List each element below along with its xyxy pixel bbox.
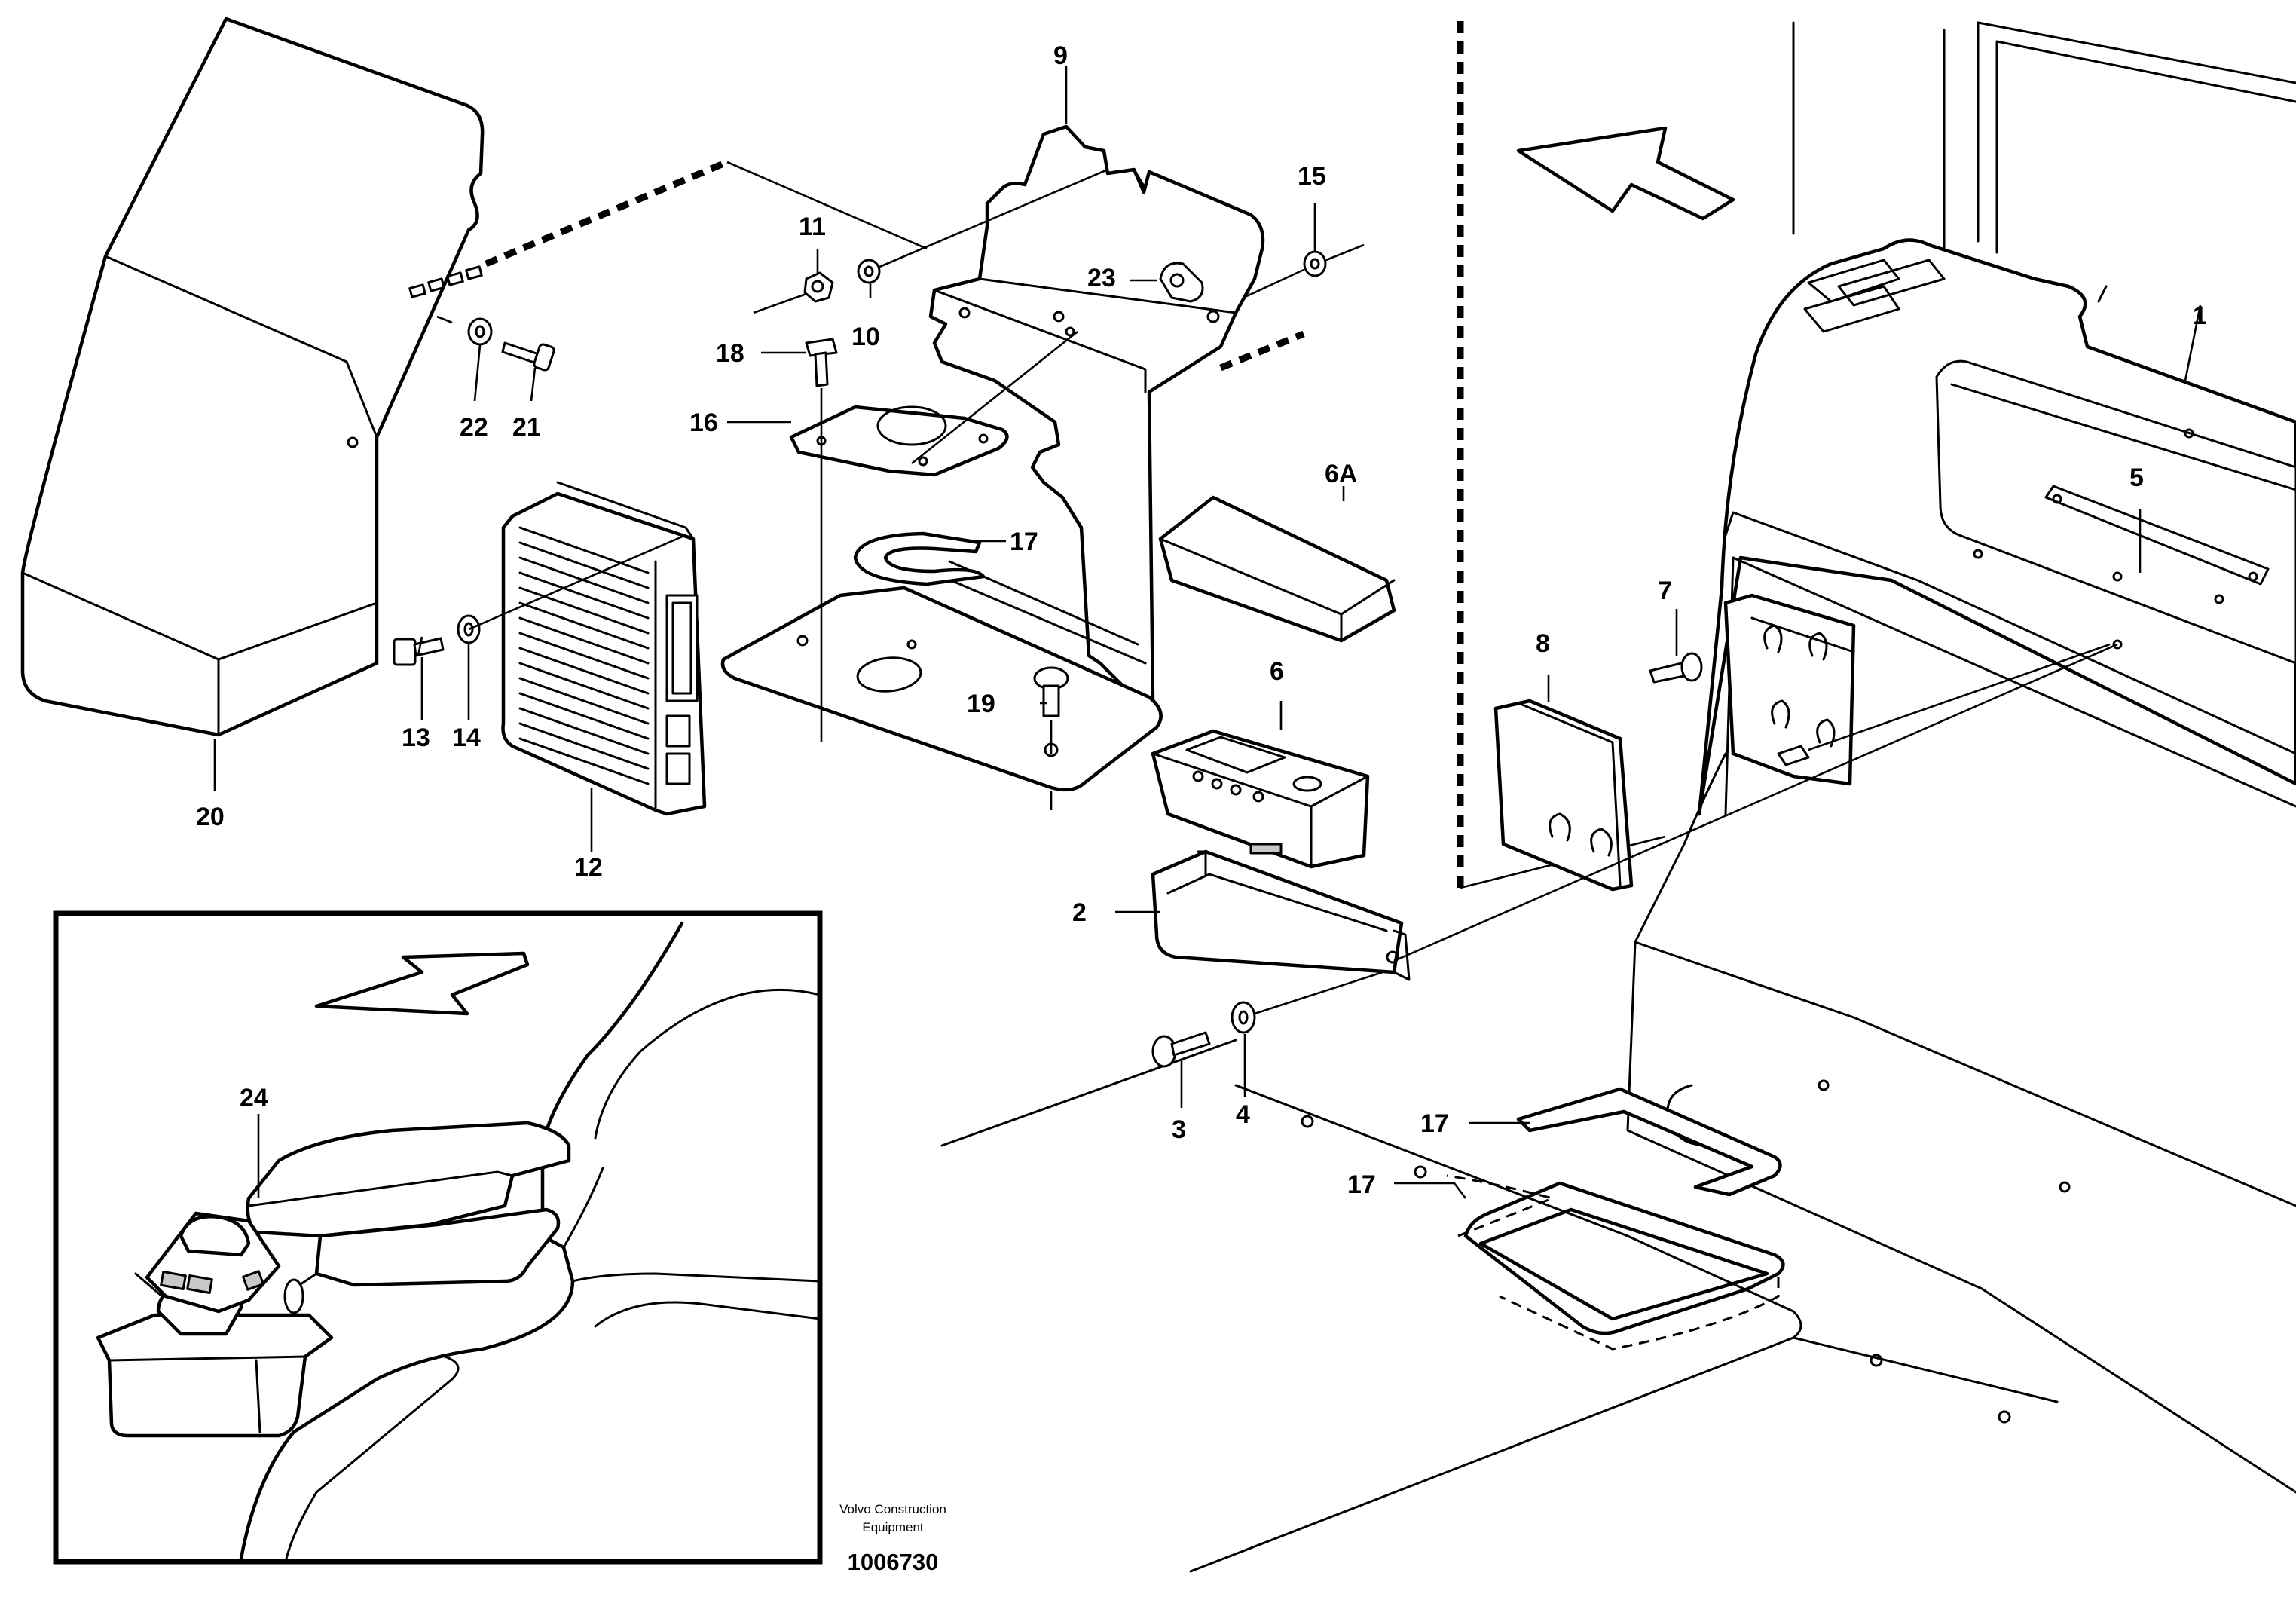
label-18: 18 — [716, 339, 744, 368]
part-23-pin — [1159, 262, 1204, 303]
caption-line-2: Equipment — [862, 1520, 924, 1534]
part-21-screw — [501, 341, 555, 372]
caption-line-1: Volvo Construction — [839, 1502, 946, 1516]
label-21: 21 — [512, 413, 541, 442]
label-15: 15 — [1298, 162, 1326, 191]
label-14: 14 — [452, 724, 481, 752]
label-16: 16 — [689, 408, 718, 437]
label-17-frame: 17 — [1420, 1109, 1449, 1138]
cooling-fins — [518, 526, 650, 785]
label-6a: 6A — [1325, 460, 1357, 488]
label-8: 8 — [1536, 629, 1550, 658]
label-10: 10 — [851, 323, 880, 351]
label-2: 2 — [1072, 898, 1087, 927]
part-6-display — [1151, 729, 1370, 869]
dashed-line-top — [485, 158, 729, 268]
label-19: 19 — [967, 690, 995, 718]
part-15-washer — [1303, 250, 1327, 277]
part-17-floor-frame — [1516, 1087, 1782, 1197]
part-18-screw — [805, 338, 838, 387]
label-9: 9 — [1053, 41, 1068, 70]
label-3: 3 — [1172, 1115, 1186, 1144]
document-number: 1006730 — [848, 1549, 939, 1575]
label-17-floor: 17 — [1347, 1170, 1376, 1199]
part-16-plate — [789, 405, 1009, 477]
label-6: 6 — [1270, 657, 1284, 686]
label-4: 4 — [1236, 1100, 1250, 1129]
part-11-nut — [803, 271, 834, 303]
part-17-clamp — [853, 531, 986, 586]
label-11: 11 — [799, 213, 826, 241]
part-3-screw — [1151, 1031, 1211, 1068]
leader-lines — [213, 66, 2202, 1199]
label-20: 20 — [196, 803, 225, 831]
part-7-screw — [1649, 652, 1703, 684]
direction-arrow-top — [1516, 126, 1735, 221]
label-17-clamp: 17 — [1010, 528, 1038, 556]
cab-side-panel — [1723, 593, 1856, 786]
vent-slots — [408, 265, 483, 298]
part-10-washer — [857, 259, 881, 284]
part-2-tray — [1151, 849, 1411, 981]
part-4-washer — [1231, 1001, 1256, 1034]
inset-detail — [53, 910, 823, 1565]
part-8-pad — [1493, 699, 1634, 892]
part-22-washer — [467, 317, 493, 346]
label-13: 13 — [402, 724, 430, 752]
part-6a-cover — [1158, 495, 1396, 643]
part-12-control-unit — [501, 481, 707, 816]
label-22: 22 — [460, 413, 488, 442]
label-12: 12 — [574, 853, 603, 882]
floor-plate-outer — [1463, 1181, 1785, 1335]
label-24: 24 — [240, 1084, 268, 1112]
label-5: 5 — [2129, 463, 2144, 492]
caption: Volvo Construction Equipment 1006730 — [839, 1502, 946, 1575]
part-20-cover — [20, 17, 485, 737]
label-7: 7 — [1658, 577, 1672, 605]
part-13-screw — [393, 637, 445, 666]
cab-floor — [940, 752, 2296, 1573]
part-19-screw — [1033, 666, 1069, 717]
part-labels: 1 9 11 10 15 23 18 16 22 21 17 6A 5 7 8 … — [196, 41, 2207, 1199]
label-1: 1 — [2193, 301, 2207, 330]
label-23: 23 — [1087, 264, 1116, 292]
part-1-dashboard — [1697, 238, 2296, 816]
cab-interior — [1792, 21, 2296, 303]
